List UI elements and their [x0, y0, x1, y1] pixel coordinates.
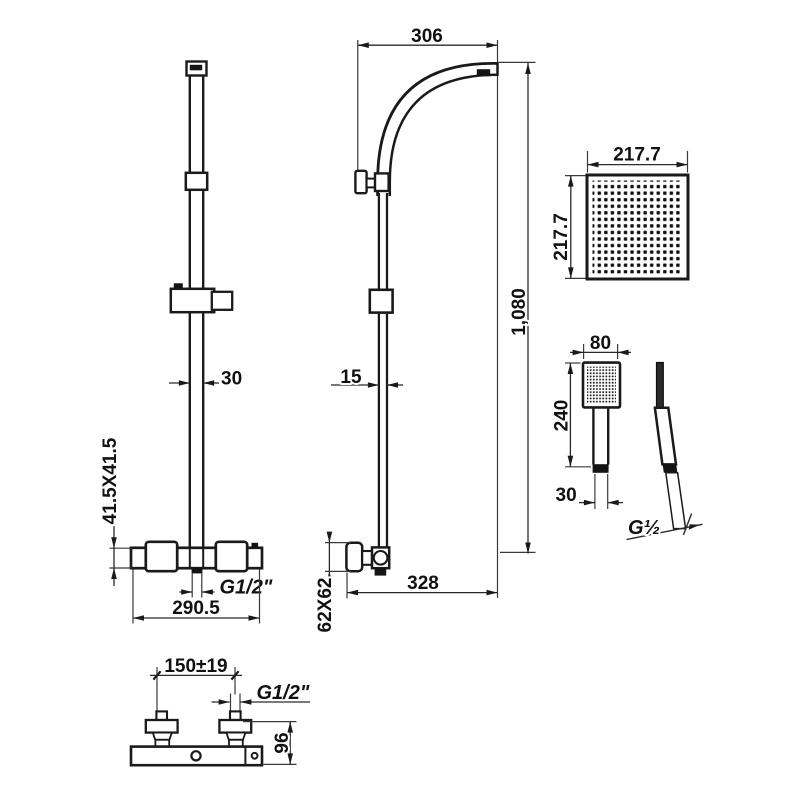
slider-holder-cradle	[210, 290, 234, 311]
dim-arrow	[240, 699, 252, 705]
view-riser-side: 306 15 62X62	[313, 24, 536, 634]
dim-valve-body: 62X62	[315, 578, 336, 633]
dim-arrow	[676, 161, 688, 168]
valve-inlet-circle	[372, 549, 389, 566]
dim-hand-length: 240	[552, 400, 573, 432]
hand-shower-nozzles	[587, 366, 616, 404]
inlet-left-flange	[144, 718, 179, 734]
dim-pipe-width: 15	[340, 367, 362, 388]
dim-arrow	[111, 568, 117, 579]
dim-arm-reach: 306	[411, 26, 443, 47]
inlet-right-neck	[225, 731, 247, 741]
slider-lock-nub	[173, 283, 183, 290]
dim-arrow	[486, 42, 498, 48]
dim-arrow	[326, 571, 333, 583]
leader-tick	[682, 513, 693, 536]
dim-tick	[230, 670, 240, 681]
dim-arrow	[111, 537, 117, 549]
rail-top-cap-band	[189, 64, 203, 71]
dim-arrow	[287, 753, 293, 765]
dim-arrow	[583, 499, 595, 506]
valve-knob-left	[144, 540, 179, 573]
valve-end-port	[250, 751, 259, 760]
valve-outlet-stub	[191, 568, 203, 574]
arm-nozzle	[476, 69, 491, 77]
valve-outlet-stub-side	[374, 568, 387, 576]
dim-arrow	[326, 531, 333, 543]
hand-shower-head-side	[655, 361, 664, 409]
view-valve-top: 150±19 G1/2" 96	[129, 654, 312, 767]
wall-bracket-clamp	[373, 172, 390, 193]
dim-arrow	[688, 524, 700, 530]
dim-valve-face: 41.5X41.5	[100, 437, 121, 524]
dim-head-height: 217.7	[551, 213, 572, 261]
valve-knob-side	[345, 541, 364, 573]
dim-handle-width: 30	[556, 485, 577, 506]
riser-slider-bracket	[368, 288, 394, 314]
dim-depth: 96	[272, 732, 293, 753]
dim-rail-width: 30	[221, 369, 242, 390]
valve-corner-nub	[251, 542, 259, 548]
dim-arrow	[201, 589, 213, 595]
wall-bracket-flange	[354, 169, 368, 195]
hand-shower-handle-side	[653, 406, 678, 466]
dim-inlet-spacing: 150±19	[164, 656, 227, 677]
valve-connector-side	[361, 549, 374, 566]
view-overhead-shower: 217.7 217.7	[549, 143, 690, 281]
view-hand-shower-side: G½	[626, 361, 703, 541]
inlet-left-neck	[151, 731, 174, 741]
dim-arrow	[248, 615, 260, 621]
dim-valve-width: 290.5	[172, 598, 220, 619]
dim-arrow	[568, 175, 574, 187]
dim-arrow	[287, 721, 293, 733]
hand-shower-band-side	[662, 464, 678, 473]
dim-arrow	[572, 349, 584, 356]
dim-hand-thread: G½	[628, 517, 660, 539]
dim-arrow	[587, 161, 599, 168]
dim-arrow	[367, 382, 379, 388]
dim-arrow	[617, 349, 629, 356]
dim-arrow	[387, 382, 398, 388]
dim-arrow	[567, 455, 574, 467]
view-rail-front: 30 G1/2" 290.5 41.5X41.5	[98, 60, 275, 624]
hand-shower-handle-band	[592, 464, 609, 473]
dim-arrow	[525, 63, 531, 74]
dim-hand-head-width: 80	[590, 333, 611, 354]
dim-arrow	[203, 380, 215, 386]
dim-total-height: 1,080	[509, 288, 530, 336]
dim-arrow	[347, 589, 358, 596]
dim-tick	[152, 670, 162, 681]
dim-arrow	[567, 363, 574, 374]
valve-center-port	[190, 750, 202, 762]
shower-arm-outer	[376, 62, 498, 196]
rail-upper-bracket	[184, 171, 209, 192]
hand-shower-connector-side	[664, 472, 687, 530]
dim-arrow	[178, 380, 190, 386]
dim-arrow	[181, 589, 193, 595]
inlet-right-stem	[228, 710, 242, 722]
dim-arrow	[568, 267, 574, 279]
inlet-left-stem	[155, 710, 169, 722]
dim-arrow	[486, 589, 498, 596]
dim-bottom-offset: 328	[407, 573, 439, 594]
dim-outlet-thread: G1/2"	[220, 577, 273, 599]
view-hand-shower-front: 80 240 30	[550, 331, 631, 509]
dim-head-width: 217.7	[613, 145, 661, 166]
dim-arrow	[525, 542, 531, 554]
dim-arrow	[133, 615, 144, 621]
valve-knob-right	[214, 540, 249, 573]
dim-arrow	[218, 699, 230, 705]
dim-arrow	[357, 42, 369, 48]
overhead-shower-nozzles	[592, 180, 683, 274]
dim-arrow	[607, 499, 619, 506]
dim-inlet-thread: G1/2"	[257, 682, 310, 704]
slider-holder	[169, 287, 216, 314]
shower-arm-inner	[388, 73, 498, 196]
